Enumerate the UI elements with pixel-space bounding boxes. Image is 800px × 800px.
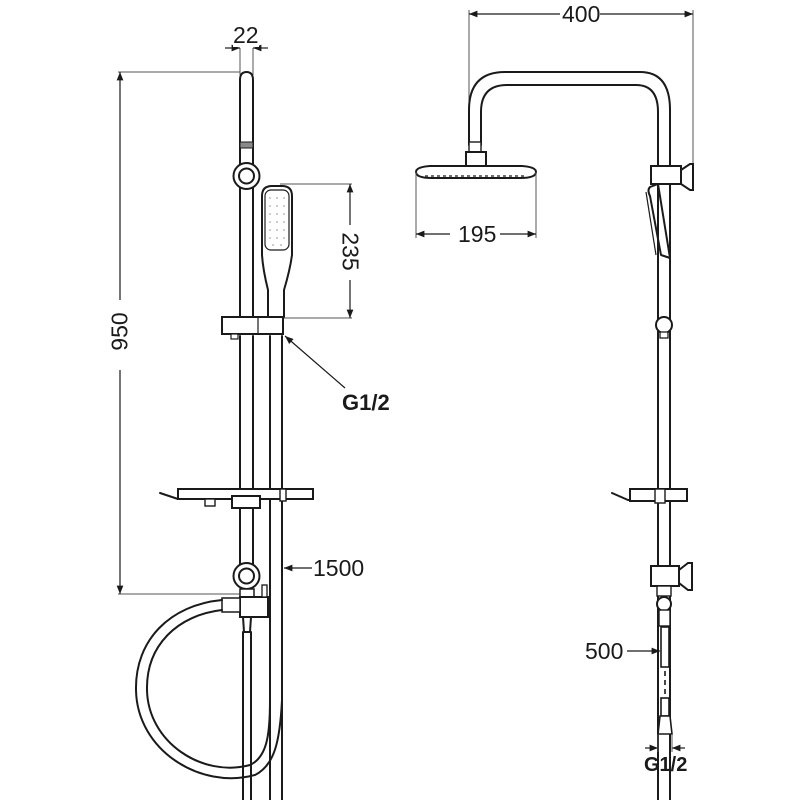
overhead-arm [465,71,671,800]
front-view [116,44,354,800]
slide-rail [232,71,261,566]
inlet-pipe [657,626,673,735]
hose-swivel [655,316,673,339]
head-shower-diameter-label: 195 [458,221,497,247]
upper-wall-bracket [650,163,694,191]
lower-bracket-diverter [221,562,269,800]
rail-width-label: 22 [233,22,259,48]
connection-leader-line [284,335,346,389]
slider-holder [221,316,284,340]
arm-reach-label: 400 [562,1,601,27]
arm-reach-dimension [468,10,694,190]
lower-wall-bracket-side [650,562,693,627]
height-dimension [116,71,240,595]
soap-shelf-side [611,488,688,504]
soap-shelf [159,488,314,509]
inlet-connection-dimension [645,734,685,752]
inlet-connection-label: G1/2 [644,754,688,776]
side-view [414,10,694,800]
hose-length-label: 1500 [313,555,365,581]
head-shower-diameter-dimension [415,172,537,238]
head-shower [414,165,538,179]
total-height-label: 950 [106,312,133,351]
hand-shower-length-label: 235 [337,232,364,271]
inlet-pipe-length-label: 500 [585,638,624,664]
hand-shower-connection-label: G1/2 [342,390,390,415]
rail-width-dimension [225,44,268,75]
shower-hose [134,599,283,780]
hand-shower-length-dimension [280,183,354,319]
hand-shower-side [645,183,671,259]
